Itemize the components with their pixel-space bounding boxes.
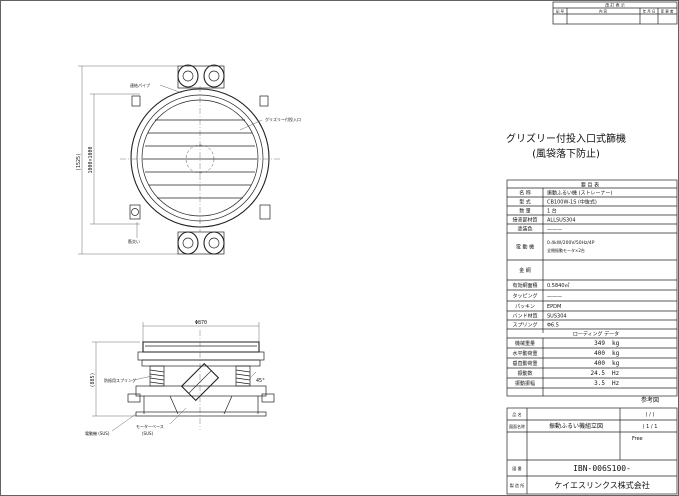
- dim-side-height: (885): [90, 372, 96, 387]
- label-motor-material: (SUS): [142, 431, 154, 436]
- top-view: (1525) 1000×1000 連結パイプ グリズリー付投入口 筋交い: [76, 64, 301, 255]
- loading-label-weight: 機械重量: [515, 340, 535, 347]
- spec-label-mesh: 金 網: [519, 267, 531, 274]
- spec-label-spring: スプリング: [512, 322, 537, 329]
- spec-label-material: 接液部材質: [512, 217, 537, 224]
- spec-value-name: 振動ふるい機 (ストレーナー): [547, 190, 613, 197]
- spec-label-band: バンド材質: [512, 313, 537, 320]
- dim-frame: 1000×1000: [88, 146, 94, 173]
- spec-header: 要 目 表: [581, 182, 599, 189]
- label-stand: 電動機 (SUS): [85, 430, 110, 436]
- reference-label: 参考図: [641, 396, 659, 404]
- drawing-title: グリズリー付投入口式篩機: [506, 132, 626, 145]
- dim-total-height: (1525): [76, 153, 82, 171]
- title-block-label-drawing: 図面名称: [509, 423, 525, 429]
- revision-col-person: 変 更 者: [661, 9, 674, 14]
- dim-diameter: Φ870: [195, 320, 207, 326]
- spec-value-band: SUS304: [547, 314, 567, 320]
- spec-label-tapping: タッピング: [512, 293, 537, 300]
- revision-table: 改 訂 表 示 記 号 内 容 年 月 日 変 更 者: [552, 2, 678, 25]
- revision-col-mark: 記 号: [556, 9, 565, 14]
- drawing-number: IBN-006S100-: [573, 464, 631, 473]
- loading-label-horizontal: 水平動荷重: [512, 350, 537, 357]
- spec-value-motor-type: 全閉振動モータ×2台: [547, 247, 585, 253]
- loading-value-frequency: 24.5: [591, 370, 606, 377]
- label-motor-base: モーターベース: [136, 423, 164, 429]
- spec-table: 要 目 表 名 称 振動ふるい機 (ストレーナー) 型 式 CB100W-1S …: [506, 179, 678, 404]
- loading-unit-amplitude: Hz: [612, 380, 620, 387]
- spec-value-material: ALLSUS304: [547, 218, 576, 224]
- title-block-label-maker: 製 造 所: [510, 482, 525, 488]
- loading-header: ローディング データ: [573, 331, 619, 338]
- scale-1: ( / ): [646, 412, 655, 418]
- company-name: ケイエスリンクス株式会社: [554, 480, 650, 490]
- spec-value-paint: ———: [547, 227, 562, 233]
- title-block: 品 名 図面名称 図 番 製 造 所 振動ふるい機組立図 ( / ) ( 1 /…: [506, 407, 678, 495]
- spec-value-tapping: ———: [547, 294, 562, 300]
- loading-value-weight: 349: [594, 340, 605, 347]
- spec-value-motor: 0.4kW/200V/50Hz/4P: [547, 240, 595, 246]
- loading-label-vertical: 垂直動荷重: [512, 360, 537, 367]
- loading-unit-weight: kg: [612, 340, 620, 347]
- label-brace: 筋交い: [128, 238, 140, 244]
- spec-label-model: 型 式: [519, 199, 531, 206]
- title-block-label-number: 図 番: [512, 465, 521, 471]
- loading-unit-frequency: Hz: [612, 370, 620, 377]
- loading-label-amplitude: 振動振幅: [515, 380, 535, 387]
- loading-unit-horizontal: kg: [612, 350, 620, 357]
- loading-value-horizontal: 400: [594, 350, 605, 357]
- spec-label-name: 名 称: [519, 190, 531, 197]
- spec-value-packing: EPDM: [547, 304, 561, 310]
- spec-label-motor: 電 動 機: [516, 244, 534, 251]
- loading-label-frequency: 振動数: [517, 370, 532, 377]
- label-spring: 防振用スプリング: [104, 377, 136, 383]
- loading-value-vertical: 400: [594, 360, 605, 367]
- drawing-name: 振動ふるい機組立図: [549, 422, 603, 430]
- dim-angle: 45°: [256, 378, 265, 384]
- label-pipe: 連結パイプ: [130, 82, 150, 88]
- revision-col-content: 内 容: [599, 9, 608, 14]
- revision-col-date: 年 月 日: [643, 9, 656, 14]
- spec-label-area: 有効網面積: [512, 282, 537, 289]
- loading-unit-vertical: kg: [612, 360, 620, 367]
- front-view: Φ870 (885): [85, 320, 275, 436]
- revision-header: 改 訂 表 示: [605, 2, 625, 8]
- spec-label-qty: 数 量: [519, 208, 531, 215]
- scale-2: ( 1 / 1: [643, 424, 658, 430]
- loading-value-amplitude: 3.5: [594, 380, 605, 387]
- drawing-subtitle: (風袋落下防止): [532, 147, 600, 160]
- spec-label-paint: 塗装色: [517, 226, 532, 233]
- title-block-label-name: 品 名: [512, 411, 521, 417]
- spec-value-model: CB100W-1S (中抜式): [547, 199, 597, 206]
- spec-value-area: 0.5840㎡: [547, 282, 570, 289]
- spec-value-spring: Φ6.5: [547, 323, 559, 329]
- spec-value-qty: 1 台: [547, 208, 557, 215]
- label-grizzly: グリズリー付投入口: [265, 116, 301, 122]
- spec-label-packing: パッキン: [515, 304, 535, 310]
- tolerance-free: Free: [632, 436, 643, 442]
